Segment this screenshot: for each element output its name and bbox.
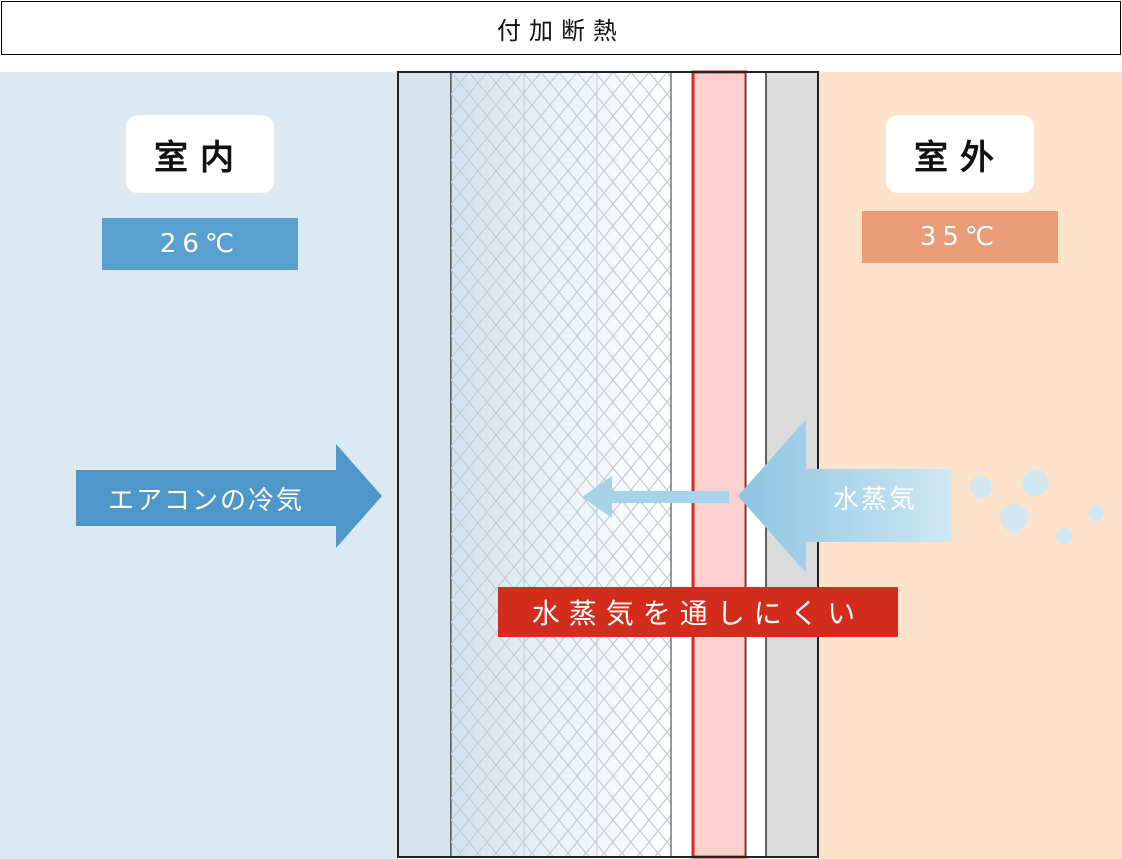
vapor-arrow-label: 水蒸気 — [832, 484, 917, 515]
aircon-arrow — [76, 444, 382, 548]
indoor-temperature: 26℃ — [102, 218, 298, 270]
droplet — [1022, 470, 1048, 496]
droplet — [1088, 505, 1104, 521]
aircon-arrow-label: エアコンの冷気 — [107, 485, 304, 516]
vapor-barrier-sheet — [691, 70, 748, 859]
droplet — [970, 476, 992, 498]
page-title: 付加断熱 — [1, 1, 1121, 55]
droplet — [1056, 528, 1072, 544]
outdoor-area — [818, 72, 1122, 859]
air-gap — [670, 71, 694, 858]
interior-board — [397, 71, 452, 858]
indoor-area — [0, 72, 398, 859]
exterior-gap — [745, 71, 767, 858]
outdoor-temperature: 35℃ — [862, 211, 1058, 263]
droplet — [1000, 504, 1028, 532]
outdoor-label: 室外 — [886, 115, 1034, 193]
vapor-small-arrow — [582, 476, 729, 518]
indoor-label: 室内 — [126, 115, 274, 193]
vapor-barrier-label: 水蒸気を通しにくい — [498, 587, 898, 637]
vapor-arrow — [738, 419, 952, 573]
